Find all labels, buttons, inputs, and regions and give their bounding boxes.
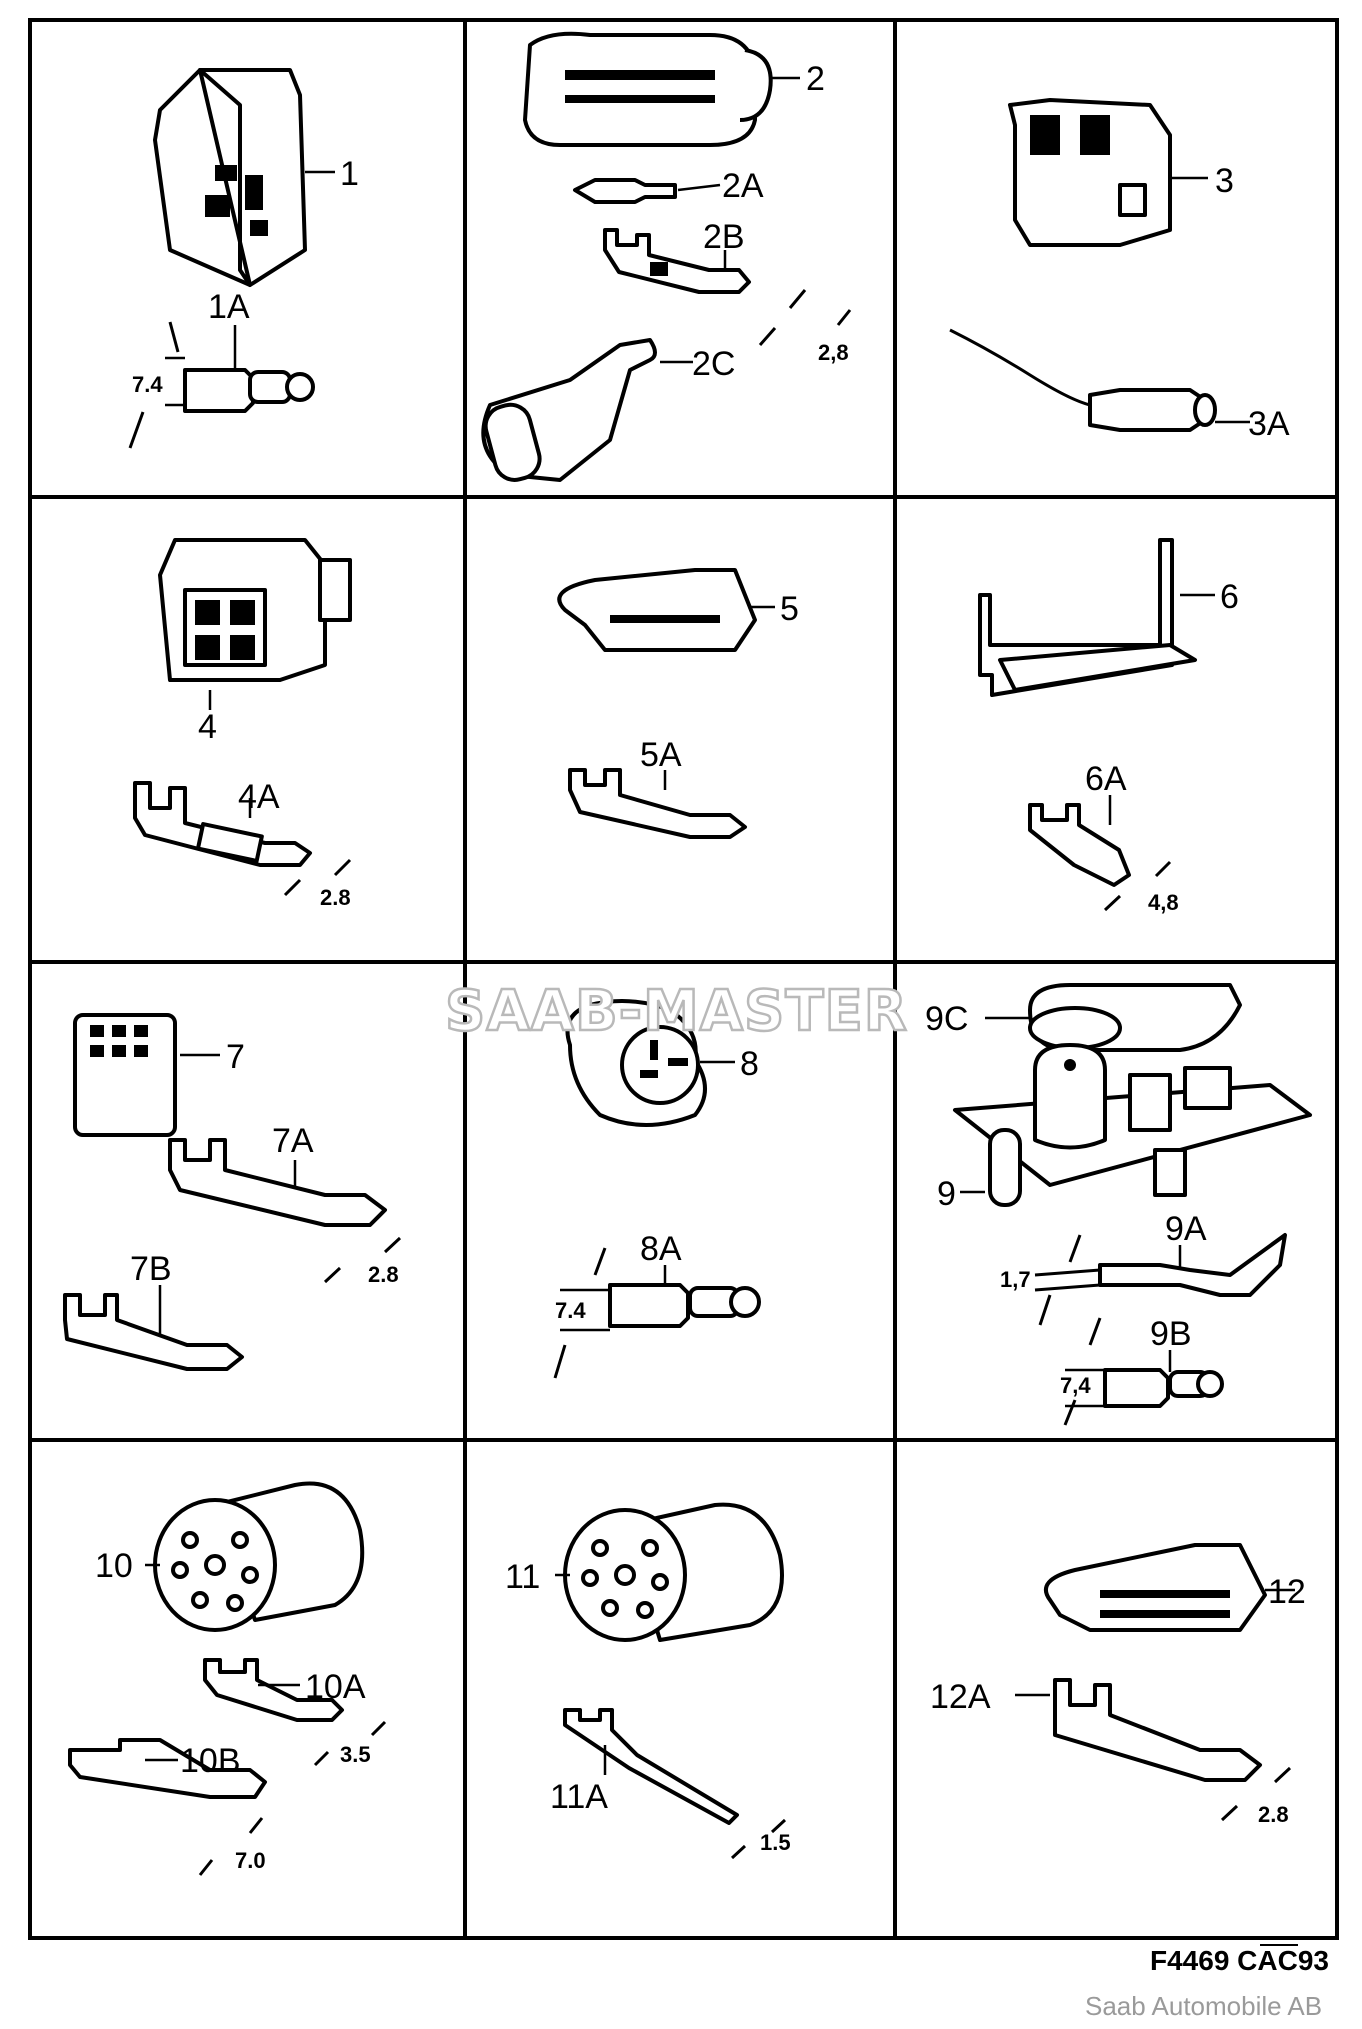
part-2c-boot: 2C (481, 338, 735, 482)
part-6a-terminal: 6A 4,8 (1028, 760, 1179, 915)
dim-6a: 4,8 (1148, 890, 1179, 915)
label-12a: 12A (930, 1678, 991, 1716)
part-5a-terminal: 5A (568, 736, 747, 839)
label-10a: 10A (305, 1668, 366, 1706)
label-9b: 9B (1150, 1315, 1192, 1353)
part-9-board: 9 (937, 1043, 1312, 1213)
part-9c-cover: 9C (925, 983, 1242, 1052)
part-10b-terminal: 10B 7.0 (68, 1738, 267, 1876)
part-3a-lead: 3A (949, 328, 1290, 443)
label-1: 1 (340, 155, 359, 193)
label-7: 7 (226, 1038, 245, 1076)
part-1a-terminal: 1A 7.4 (128, 288, 315, 449)
part-12a-terminal: 12A 2.8 (930, 1678, 1292, 1827)
label-7b: 7B (130, 1250, 172, 1288)
part-1-relay-socket: 1 (153, 68, 359, 287)
label-5: 5 (780, 590, 799, 628)
dim-9b: 7,4 (1060, 1373, 1091, 1398)
part-2a-pin: 2A (573, 167, 764, 205)
label-3: 3 (1215, 162, 1234, 200)
label-2b: 2B (703, 218, 745, 256)
part-7a-terminal: 7A 2.8 (168, 1122, 402, 1287)
dim-1a: 7.4 (132, 372, 163, 397)
dim-11a: 1.5 (760, 1830, 791, 1855)
label-2c: 2C (692, 345, 735, 383)
dim-10a: 3.5 (340, 1742, 371, 1767)
dim-2b: 2,8 (818, 340, 849, 365)
label-5a: 5A (640, 736, 682, 774)
label-4a: 4A (238, 778, 280, 816)
part-4a-terminal: 4A 2.8 (133, 778, 352, 910)
part-10-round-connector: 10 (95, 1481, 365, 1632)
dim-4a: 2.8 (320, 885, 351, 910)
label-2a: 2A (722, 167, 764, 205)
part-9a-terminal: 9A 1,7 (1000, 1210, 1287, 1326)
grid-frame (28, 18, 1339, 1940)
part-11-round-connector: 11 (505, 1502, 784, 1642)
part-7-connector-block: 7 (73, 1013, 245, 1137)
label-3a: 3A (1248, 405, 1290, 443)
label-11a: 11A (550, 1778, 608, 1816)
label-6: 6 (1220, 578, 1239, 616)
label-1a: 1A (208, 288, 250, 326)
label-4: 4 (198, 708, 217, 746)
label-10b: 10B (180, 1742, 241, 1780)
part-5-connector-housing: 5 (557, 568, 799, 652)
dim-12a: 2.8 (1258, 1802, 1289, 1827)
part-4-connector: 4 (158, 538, 352, 746)
part-10a-terminal: 10A 3.5 (203, 1658, 387, 1767)
label-6a: 6A (1085, 760, 1127, 798)
part-2-connector-housing: 2 (523, 31, 825, 147)
dim-9a: 1,7 (1000, 1267, 1031, 1292)
part-3-relay-holder: 3 (1008, 98, 1234, 247)
label-8a: 8A (640, 1230, 682, 1268)
figure-code: F4469 CAC93 (1150, 1945, 1329, 1976)
part-11a-terminal: 11A 1.5 (550, 1708, 791, 1860)
label-9c: 9C (925, 1000, 968, 1038)
part-6-terminal-strip: 6 (978, 538, 1239, 697)
label-12: 12 (1268, 1573, 1306, 1611)
part-2b-terminal: 2B 2,8 (603, 218, 852, 365)
dim-7a: 2.8 (368, 1262, 399, 1287)
label-8: 8 (740, 1045, 759, 1083)
label-10: 10 (95, 1547, 133, 1585)
dim-10b: 7.0 (235, 1848, 266, 1873)
watermark: SAAB-MASTER (445, 979, 908, 1044)
label-9a: 9A (1165, 1210, 1207, 1248)
label-11: 11 (505, 1558, 540, 1596)
part-8-round-connector: 8 (565, 999, 759, 1127)
label-9: 9 (937, 1175, 956, 1213)
dim-8a: 7.4 (555, 1298, 586, 1323)
part-12-connector-housing: 12 (1043, 1543, 1306, 1632)
copyright: Saab Automobile AB (1085, 1991, 1322, 2021)
part-9b-terminal: 9B 7,4 (1060, 1315, 1224, 1426)
part-8a-terminal: 8A 7.4 (553, 1230, 761, 1379)
part-7b-terminal: 7B (63, 1250, 244, 1371)
label-2: 2 (806, 60, 825, 98)
label-7a: 7A (272, 1122, 314, 1160)
